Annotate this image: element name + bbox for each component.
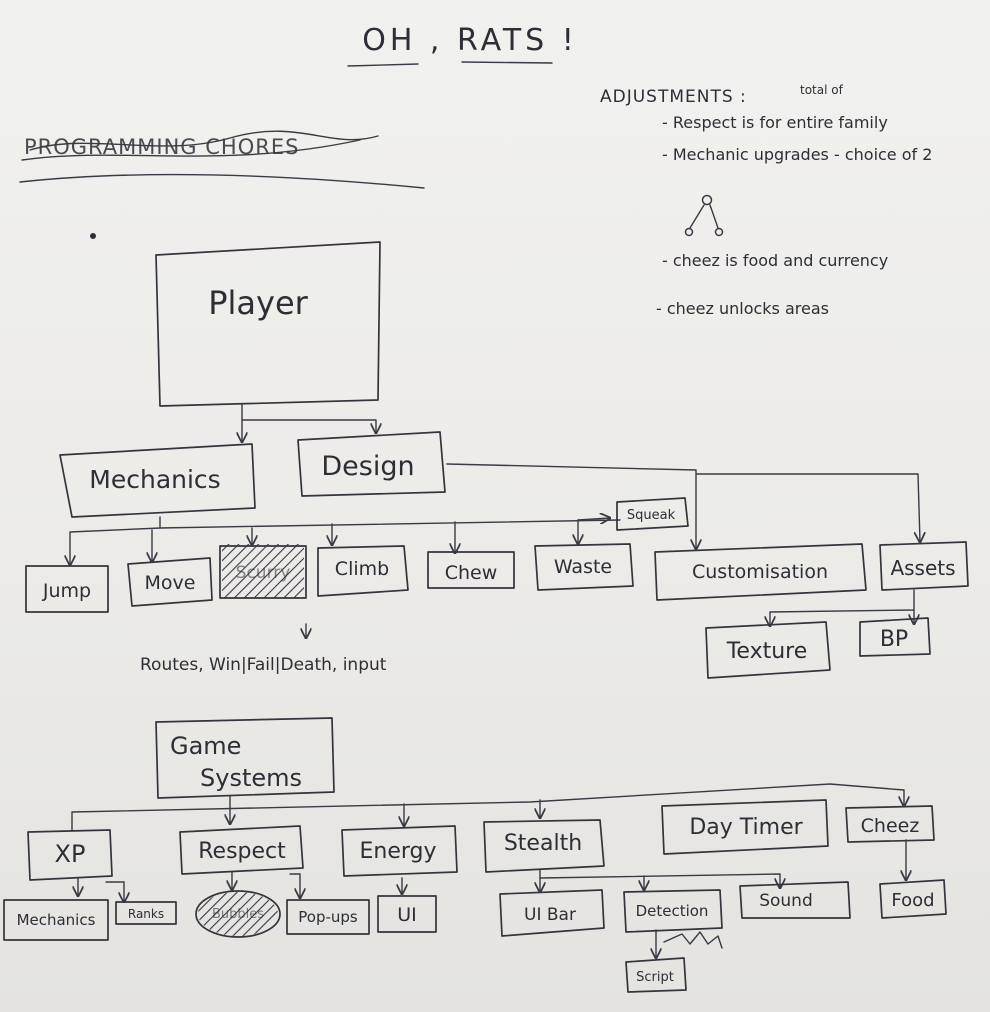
pen-dot [90,233,96,239]
title-underline-right [461,61,553,64]
node-design-label: Design [321,451,414,482]
node-squeak: Squeak [616,497,689,531]
node-assets-label: Assets [890,556,955,580]
node-bubbles-label: Bubbles [212,907,264,922]
node-bubbles: Bubbles [195,890,281,938]
node-jump: Jump [25,565,109,613]
node-ranks: Ranks [115,901,177,925]
node-sound-label: Sound [759,891,813,911]
node-xp: XP [27,829,113,881]
node-detection: Detection [623,889,723,933]
node-detection-label: Detection [636,902,709,920]
node-player: Player [155,241,381,407]
node-respect-label: Respect [198,839,286,864]
adjustments-notes: ADJUSTMENTS : total of - Respect is for … [600,83,932,318]
node-waste: Waste [534,543,634,591]
node-game-systems-line1: Game [170,732,241,760]
node-customisation: Customisation [654,543,867,601]
node-stealth-label: Stealth [504,831,582,856]
node-move-label: Move [145,572,196,594]
node-bp-label: BP [880,627,908,652]
node-bp: BP [859,617,931,657]
node-xp-label: XP [55,840,86,868]
node-mechanics-label: Mechanics [89,465,220,494]
heading-scribble [19,130,425,189]
node-climb: Climb [317,545,409,597]
node-scurry-label: Scurry [236,563,291,583]
page-title: OH , RATS ! [362,23,578,58]
node-energy: Energy [341,825,458,877]
node-player-label: Player [208,284,308,322]
node-ui-bar: UI Bar [499,889,605,937]
node-energy-label: Energy [359,839,436,864]
rat-family-icon [684,194,724,237]
notes-insert: total of [800,83,844,97]
note-item: - cheez is food and currency [662,251,888,270]
node-chew: Chew [427,551,515,589]
routes-note: Routes, Win|Fail|Death, input [140,655,387,675]
node-day-timer: Day Timer [661,799,829,855]
node-game-systems-line2: Systems [200,764,302,792]
note-item: - Mechanic upgrades - choice of 2 [662,145,932,164]
node-game-systems: Game Systems [155,717,335,799]
node-sys-mechanics: Mechanics [3,899,109,941]
node-popups-label: Pop-ups [298,908,358,926]
title-underline-left [347,63,419,67]
node-texture-label: Texture [726,639,808,664]
node-customisation-label: Customisation [692,561,828,583]
node-ranks-label: Ranks [128,907,164,921]
node-ui: UI [377,895,437,933]
node-chew-label: Chew [445,562,498,584]
node-waste-label: Waste [554,556,612,578]
node-food: Food [879,879,947,919]
note-item: - Respect is for entire family [662,113,888,132]
node-cheez-label: Cheez [861,815,920,837]
node-ui-label: UI [397,904,417,926]
node-scurry: Scurry [219,544,307,599]
node-design: Design [297,431,446,497]
node-mechanics: Mechanics [59,443,256,518]
node-sound: Sound [739,881,851,919]
node-cheez: Cheez [845,805,935,843]
notes-heading: ADJUSTMENTS : [600,87,747,107]
node-day-timer-label: Day Timer [689,815,803,840]
node-script: Script [625,957,687,993]
node-popups: Pop-ups [286,899,370,935]
node-respect: Respect [179,825,304,875]
node-squeak-label: Squeak [627,508,676,523]
node-climb-label: Climb [335,558,389,580]
player-tree-connectors [70,404,920,638]
node-move: Move [127,557,213,607]
node-sys-mechanics-label: Mechanics [17,911,96,929]
node-assets: Assets [879,541,969,591]
node-food-label: Food [891,890,934,911]
node-texture: Texture [705,621,831,679]
note-item: - cheez unlocks areas [656,299,829,318]
systems-tree-connectors [71,783,906,958]
node-stealth: Stealth [483,819,605,873]
node-script-label: Script [636,970,674,985]
node-jump-label: Jump [42,580,91,602]
node-ui-bar-label: UI Bar [524,905,576,925]
